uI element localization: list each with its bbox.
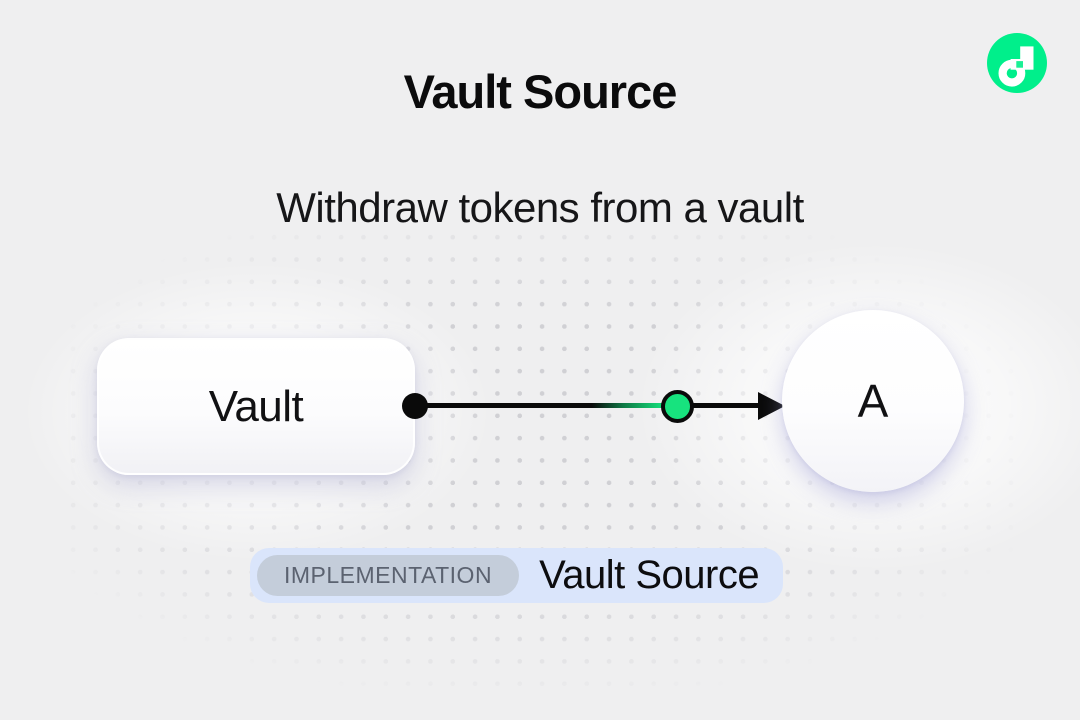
implementation-badge: IMPLEMENTATION Vault Source [250, 548, 784, 603]
account-node: A [782, 310, 964, 492]
arrowhead-icon [758, 392, 785, 420]
implementation-label: Vault Source [539, 553, 760, 597]
vault-node-label: Vault [208, 381, 304, 431]
vault-node: Vault [97, 338, 415, 475]
edge-line [415, 403, 761, 408]
account-node-label: A [857, 375, 889, 427]
implementation-tag: IMPLEMENTATION [257, 555, 520, 596]
page-title: Vault Source [403, 65, 678, 118]
flow-logo-svg [987, 33, 1047, 93]
page-subtitle: Withdraw tokens from a vault [276, 184, 804, 231]
edge-start-dot [402, 393, 428, 419]
edge-token-trail [592, 403, 662, 408]
token-dot [661, 390, 694, 423]
flow-logo-icon [987, 33, 1047, 93]
